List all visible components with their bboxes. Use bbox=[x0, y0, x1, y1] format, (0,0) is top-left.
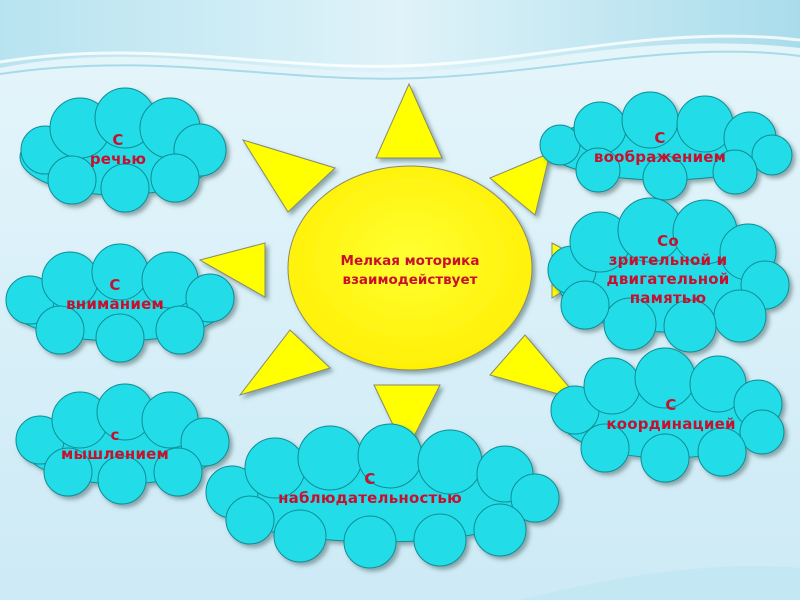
cloud-coordination bbox=[550, 347, 785, 483]
attention-line-2: вниманием bbox=[66, 295, 164, 313]
label-observation: С наблюдательностью bbox=[260, 470, 480, 508]
cloud-observation bbox=[205, 423, 560, 569]
top-wave-line-2 bbox=[0, 50, 800, 80]
memory-line-2: зрительной и bbox=[608, 251, 728, 269]
label-attention: С вниманием bbox=[55, 276, 175, 314]
observation-line-1: С bbox=[364, 470, 376, 488]
top-wave bbox=[0, 0, 800, 73]
label-coordination: С координацией bbox=[596, 396, 746, 434]
label-memory: Со зрительной и двигательной памятью bbox=[593, 232, 743, 308]
thinking-line-1: с bbox=[110, 426, 120, 444]
imagination-line-1: С bbox=[654, 129, 666, 147]
center-line-2: взаимодействует bbox=[342, 272, 478, 288]
coordination-line-1: С bbox=[665, 396, 677, 414]
memory-line-1: Со bbox=[657, 232, 679, 250]
ray-top bbox=[375, 82, 443, 159]
imagination-line-2: воображением bbox=[593, 148, 727, 166]
cloud-speech bbox=[19, 87, 227, 213]
ray-top-right bbox=[489, 152, 551, 216]
label-speech: С речью bbox=[68, 131, 168, 169]
clouds bbox=[5, 87, 793, 569]
label-imagination: С воображением bbox=[580, 129, 740, 167]
top-wave-line bbox=[0, 34, 800, 68]
attention-line-1: С bbox=[109, 276, 121, 294]
ray-left bbox=[198, 242, 266, 298]
cloud-imagination bbox=[539, 91, 793, 201]
cloud-attention bbox=[5, 243, 235, 363]
ray-bottom bbox=[373, 384, 441, 454]
memory-line-3: двигательной bbox=[606, 270, 730, 288]
thinking-line-2: мышлением bbox=[60, 445, 170, 463]
ray-top-left bbox=[241, 139, 336, 213]
ray-bottom-left bbox=[238, 329, 331, 396]
memory-line-4: памятью bbox=[629, 289, 707, 307]
cloud-thinking bbox=[15, 383, 230, 505]
speech-line-1: С bbox=[112, 131, 124, 149]
coordination-line-2: координацией bbox=[606, 415, 736, 433]
sun bbox=[287, 165, 533, 371]
label-thinking: с мышлением bbox=[45, 426, 185, 464]
ray-bottom-right bbox=[489, 334, 582, 401]
bottom-wave bbox=[520, 566, 800, 600]
cloud-memory bbox=[547, 197, 790, 353]
observation-line-2: наблюдательностью bbox=[278, 489, 462, 507]
speech-line-2: речью bbox=[89, 150, 147, 168]
center-label: Мелкая моторика взаимодействует bbox=[300, 252, 520, 290]
sun-rays bbox=[198, 82, 599, 454]
center-line-1: Мелкая моторика bbox=[340, 253, 480, 269]
